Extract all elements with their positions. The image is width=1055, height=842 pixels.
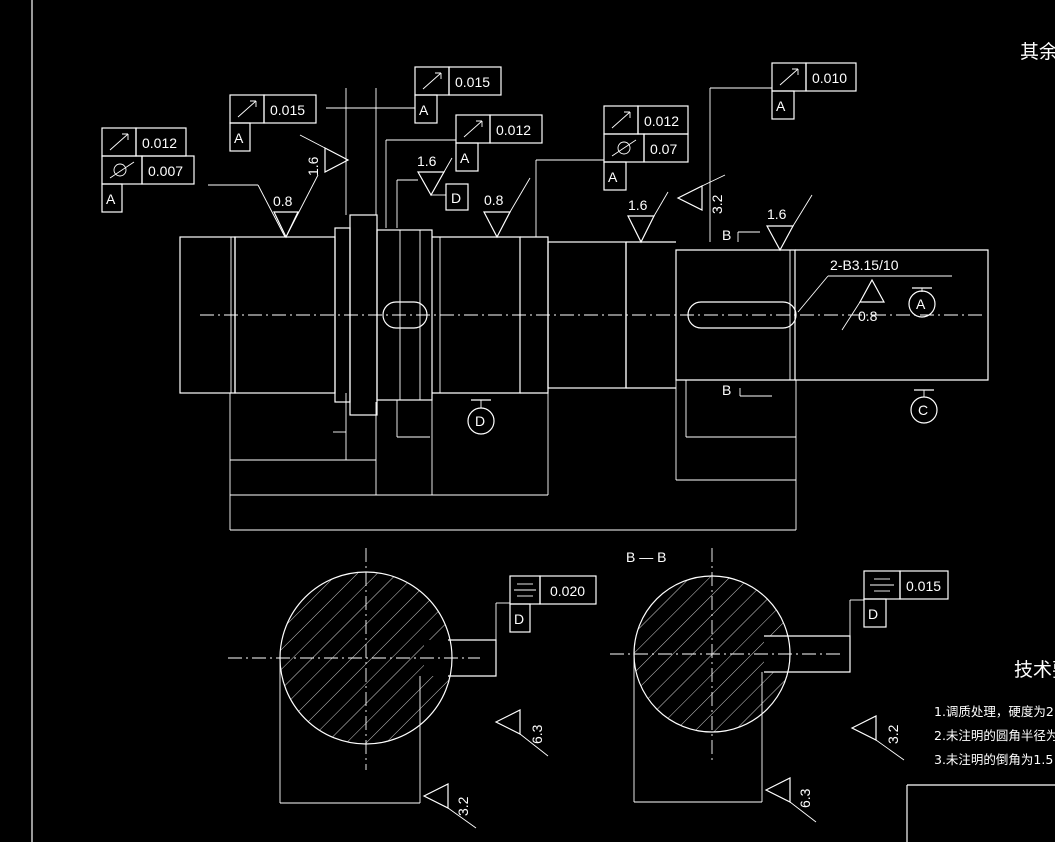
gdt-frame-mid: 0.012 A: [455, 114, 543, 172]
datum-d-circle: D: [475, 413, 485, 429]
section-marks: B B B — B: [626, 227, 772, 565]
sec1-datum-label: D: [514, 611, 524, 627]
sec2-datum-label: D: [868, 606, 878, 622]
sec1-symmetry-value: 0.020: [550, 583, 585, 599]
section-roughness-s2: 3.2: [455, 796, 471, 816]
right-cylindricity-value: 0.07: [650, 141, 677, 157]
remaining-roughness-label: 其余: [1020, 41, 1055, 63]
shoulder-runout-value: 0.015: [270, 102, 305, 118]
roughness-r3: 1.6: [417, 153, 437, 169]
right-runout-value: 0.012: [644, 113, 679, 129]
left-cylindricity-value: 0.007: [148, 163, 183, 179]
roughness-r8: 0.8: [858, 308, 878, 324]
datum-c-circle: C: [918, 402, 928, 418]
section-mark-bottom: B: [722, 382, 731, 398]
tech-note-1: 1.调质处理，硬度为217: [934, 704, 1055, 719]
top-datum-label: A: [419, 102, 429, 118]
roughness-r1: 0.8: [273, 193, 293, 209]
gdt-frame-shoulder: 0.015 A: [229, 94, 317, 152]
sec2-symmetry-value: 0.015: [906, 578, 941, 594]
far-datum-label: A: [776, 98, 786, 114]
roughness-r6: 3.2: [709, 194, 725, 214]
gdt-frame-far-right: 0.010 A: [771, 62, 857, 120]
top-runout-value: 0.015: [455, 74, 490, 90]
roughness-r5: 1.6: [628, 197, 648, 213]
roughness-r7: 1.6: [767, 206, 787, 222]
tech-requirements-title: 技术要: [1014, 659, 1055, 681]
mid-datum-label: A: [460, 150, 470, 166]
datum-d-box: D: [451, 190, 461, 206]
section-roughness-s1: 6.3: [529, 724, 545, 744]
tech-note-2: 2.未注明的圆角半径为1.: [934, 728, 1055, 743]
far-runout-value: 0.010: [812, 70, 847, 86]
roughness-r2: 1.6: [305, 156, 321, 176]
gdt-frame-top: 0.015 A: [414, 66, 502, 124]
datum-a-circle: A: [916, 296, 926, 312]
section-view-left: 0.020 D 6.3 3.2: [228, 548, 597, 829]
gdt-frame-left: 0.012 0.007 A: [101, 127, 195, 213]
shaft-main-view: [179, 87, 989, 531]
section-roughness-s4: 6.3: [797, 788, 813, 808]
section-roughness-s3: 3.2: [885, 724, 901, 744]
section-view-right: 0.015 D 3.2 6.3: [610, 548, 949, 823]
left-runout-value: 0.012: [142, 135, 177, 151]
roughness-r4: 0.8: [484, 192, 504, 208]
datum-markers: D D A C: [431, 183, 938, 435]
roughness-symbols: 0.8 1.6 1.6 0.8 1.6 3.2 1.6 0.8: [273, 134, 886, 331]
shoulder-datum-label: A: [234, 130, 244, 146]
gdt-frame-right: 0.012 0.07 A: [603, 105, 689, 191]
mid-runout-value: 0.012: [496, 122, 531, 138]
section-mark-top: B: [722, 227, 731, 243]
drawing-border: [31, 0, 1055, 842]
center-hole-note: 2-B3.15/10: [797, 257, 952, 313]
right-datum-label: A: [608, 169, 618, 185]
tech-requirements: 技术要 1.调质处理，硬度为217 2.未注明的圆角半径为1. 3.未注明的倒角…: [934, 659, 1055, 767]
section-title: B — B: [626, 549, 666, 565]
center-hole-text: 2-B3.15/10: [830, 257, 899, 273]
tech-note-3: 3.未注明的倒角为1.5×: [934, 752, 1055, 767]
left-datum-label: A: [106, 191, 116, 207]
